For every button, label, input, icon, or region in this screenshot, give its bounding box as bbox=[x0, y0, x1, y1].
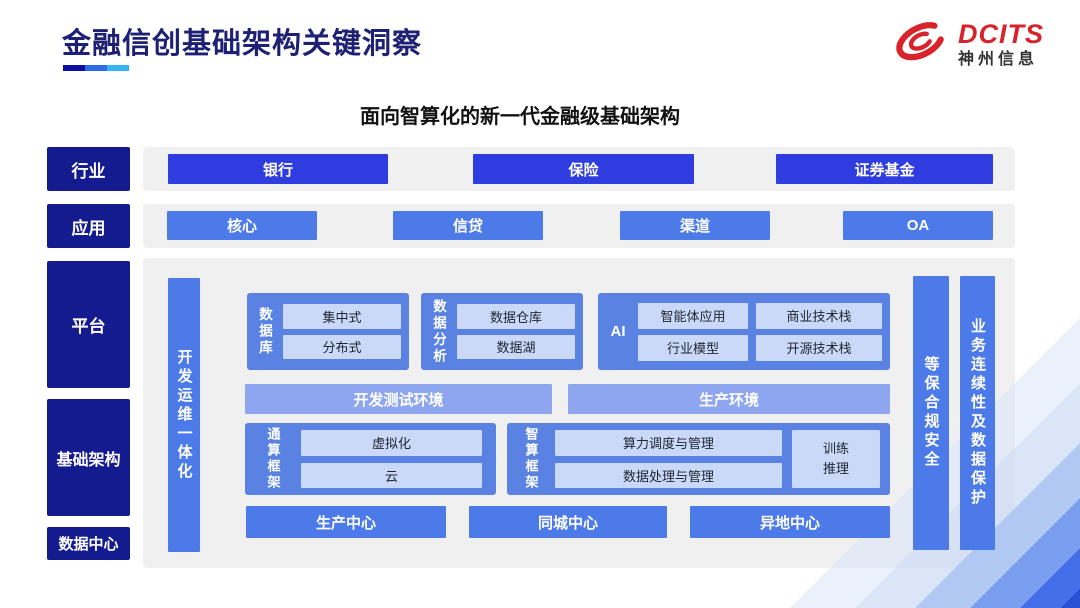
dcits-swirl-icon bbox=[888, 14, 950, 75]
industry-pill-bank: 银行 bbox=[168, 154, 388, 184]
title-underline bbox=[63, 65, 129, 71]
env-bar-production: 生产环境 bbox=[568, 384, 890, 414]
application-pill-core: 核心 bbox=[167, 211, 317, 240]
application-pill-oa: OA bbox=[843, 211, 993, 240]
dcits-logo: DCITS 神州信息 bbox=[888, 14, 1044, 75]
intelligent-framework-label: 智算框架 bbox=[523, 427, 539, 491]
devops-bar-label: 开发运维一体化 bbox=[175, 348, 193, 482]
ai-chip-agent-apps: 智能体应用 bbox=[638, 302, 748, 329]
ai-section-label: AI bbox=[610, 323, 626, 340]
industry-pill-insurance: 保险 bbox=[473, 154, 694, 184]
security-compliance-label: 等保合规安全 bbox=[922, 356, 940, 470]
ai-chip-industry-models: 行业模型 bbox=[638, 334, 748, 361]
center-pill-same-city: 同城中心 bbox=[469, 506, 667, 538]
application-pill-channel: 渠道 bbox=[620, 211, 770, 240]
train-line: 训练 bbox=[822, 440, 849, 456]
row-label-platform: 平台 bbox=[47, 261, 130, 388]
business-continuity-label: 业务连续性及数据保护 bbox=[969, 318, 986, 508]
general-chip-cloud: 云 bbox=[301, 462, 482, 488]
industry-pill-securities: 证券基金 bbox=[776, 154, 993, 184]
env-bar-dev-test: 开发测试环境 bbox=[245, 384, 552, 414]
general-chip-virtualization: 虚拟化 bbox=[301, 430, 482, 456]
logo-company-text: 神州信息 bbox=[958, 50, 1039, 68]
intelligent-chip-train-infer: 训练 推理 bbox=[792, 430, 880, 488]
intelligent-framework-section: 智算框架 算力调度与管理 数据处理与管理 训练 推理 bbox=[507, 423, 890, 495]
analytics-chip-warehouse: 数据仓库 bbox=[457, 304, 575, 329]
general-framework-section: 通算框架 虚拟化 云 bbox=[245, 423, 496, 495]
row-label-application: 应用 bbox=[47, 204, 130, 248]
security-compliance-bar: 等保合规安全 bbox=[913, 276, 949, 550]
ai-chip-commercial-stack: 商业技术栈 bbox=[756, 302, 882, 329]
infer-line: 推理 bbox=[822, 461, 849, 476]
database-chip-distributed: 分布式 bbox=[283, 334, 401, 359]
database-section: 数据库 集中式 分布式 bbox=[247, 293, 409, 370]
row-label-infrastructure: 基础架构 bbox=[47, 399, 130, 516]
database-chip-centralized: 集中式 bbox=[283, 304, 401, 329]
page-title: 金融信创基础架构关键洞察 bbox=[62, 28, 423, 60]
analytics-chip-lake: 数据湖 bbox=[457, 334, 575, 359]
ai-chip-opensource-stack: 开源技术栈 bbox=[756, 334, 882, 361]
general-framework-label: 通算框架 bbox=[265, 427, 281, 491]
ai-section: AI 智能体应用 商业技术栈 行业模型 开源技术栈 bbox=[598, 293, 890, 370]
underline-segment-light bbox=[107, 65, 129, 71]
logo-brand-text: DCITS bbox=[958, 19, 1044, 50]
application-pill-credit: 信贷 bbox=[393, 211, 543, 240]
database-section-label: 数据库 bbox=[257, 306, 272, 357]
row-label-datacenter: 数据中心 bbox=[47, 527, 130, 560]
underline-segment-mid bbox=[85, 65, 107, 71]
intelligent-chip-data-management: 数据处理与管理 bbox=[555, 462, 782, 488]
analytics-section: 数据分析 数据仓库 数据湖 bbox=[421, 293, 583, 370]
row-label-industry: 行业 bbox=[47, 147, 130, 191]
business-continuity-bar: 业务连续性及数据保护 bbox=[960, 276, 995, 550]
underline-segment-dark bbox=[63, 65, 85, 71]
center-pill-remote: 异地中心 bbox=[690, 506, 890, 538]
devops-bar: 开发运维一体化 bbox=[168, 278, 200, 552]
center-pill-production: 生产中心 bbox=[246, 506, 446, 538]
analytics-section-label: 数据分析 bbox=[431, 298, 446, 365]
diagram-title: 面向智算化的新一代金融级基础架构 bbox=[360, 106, 680, 128]
intelligent-chip-compute-scheduling: 算力调度与管理 bbox=[555, 430, 782, 456]
